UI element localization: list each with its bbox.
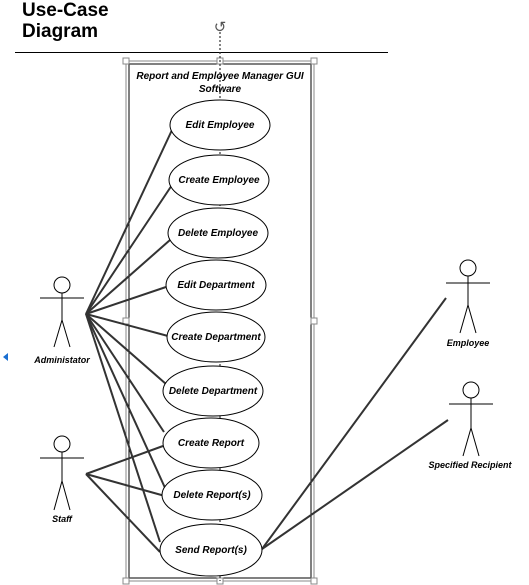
svg-text:Create Department: Create Department bbox=[171, 332, 261, 343]
page-title: Use-Case Diagram bbox=[22, 0, 109, 42]
use-case-delete-employee[interactable]: Delete Employee bbox=[167, 207, 269, 259]
svg-text:Create Report: Create Report bbox=[178, 438, 245, 449]
actor-administrator[interactable] bbox=[40, 276, 84, 348]
actor-staff[interactable] bbox=[40, 435, 84, 511]
svg-text:Edit Employee: Edit Employee bbox=[186, 120, 255, 131]
system-name-line-1: Report and Employee Manager GUI bbox=[136, 71, 303, 82]
use-case-create-report[interactable]: Create Report bbox=[162, 417, 260, 469]
actor-staff-label: Staff bbox=[52, 514, 73, 524]
svg-text:Send Report(s): Send Report(s) bbox=[175, 545, 247, 556]
actor-specified-recipient[interactable] bbox=[449, 381, 493, 457]
title-line-1: Use-Case bbox=[22, 0, 109, 21]
title-divider bbox=[15, 52, 388, 53]
use-case-send-reports[interactable]: Send Report(s) bbox=[159, 523, 263, 577]
actor-administrator-label: Administator bbox=[33, 355, 90, 365]
rotate-handle-icon[interactable]: ↺ bbox=[214, 19, 227, 36]
actor-employee[interactable] bbox=[446, 259, 490, 334]
actor-employee-label: Employee bbox=[447, 338, 490, 348]
use-case-delete-reports[interactable]: Delete Report(s) bbox=[161, 469, 263, 521]
association-lines bbox=[85, 129, 449, 553]
use-case-create-department[interactable]: Create Department bbox=[166, 311, 266, 363]
svg-text:Delete Employee: Delete Employee bbox=[178, 228, 258, 239]
collapse-caret-icon[interactable] bbox=[3, 353, 8, 361]
system-name-line-2: Software bbox=[199, 84, 242, 95]
use-case-create-employee[interactable]: Create Employee bbox=[168, 154, 270, 206]
use-case-edit-employee[interactable]: Edit Employee bbox=[169, 99, 271, 151]
svg-text:Edit Department: Edit Department bbox=[177, 280, 255, 291]
svg-text:Create Employee: Create Employee bbox=[178, 175, 260, 186]
title-line-2: Diagram bbox=[22, 21, 99, 42]
actor-specified-recipient-label: Specified Recipient bbox=[428, 460, 512, 470]
svg-text:Delete Report(s): Delete Report(s) bbox=[173, 490, 251, 501]
use-case-delete-department[interactable]: Delete Department bbox=[162, 365, 264, 417]
use-case-edit-department[interactable]: Edit Department bbox=[165, 259, 267, 311]
svg-text:Delete Department: Delete Department bbox=[169, 386, 258, 397]
